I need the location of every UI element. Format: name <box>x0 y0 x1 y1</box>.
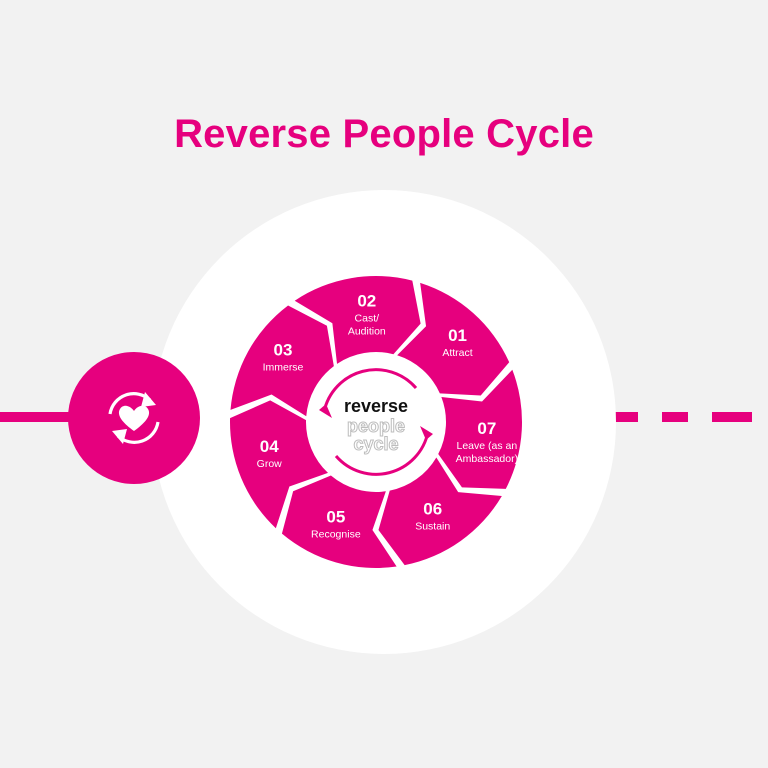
heart-cycle-icon <box>108 392 160 444</box>
step-label-03: Immerse <box>263 362 304 374</box>
cycle-segment-01 <box>397 282 510 396</box>
step-number-06: 06 <box>423 500 442 519</box>
step-label-05: Recognise <box>311 529 361 541</box>
step-label-07: Leave (as an <box>457 440 518 452</box>
step-label-02: Audition <box>348 325 386 337</box>
left-timeline-line <box>0 412 110 422</box>
cycle-segment-02 <box>294 276 421 364</box>
step-number-02: 02 <box>357 291 376 310</box>
center-cycle-arrows <box>319 368 433 476</box>
step-number-04: 04 <box>260 437 279 456</box>
right-timeline-dashes <box>612 412 752 422</box>
step-label-06: Sustain <box>415 521 450 533</box>
cycle-segment-06 <box>378 457 502 566</box>
step-label-07: Ambassador) <box>456 453 518 465</box>
cycle-segment-03 <box>230 305 334 417</box>
center-text-people: people <box>347 416 405 436</box>
step-number-07: 07 <box>477 419 496 438</box>
step-number-01: 01 <box>448 326 467 345</box>
cycle-segment-04 <box>230 400 328 529</box>
cycle-segment-07 <box>438 369 522 489</box>
step-number-03: 03 <box>274 341 293 360</box>
step-number-05: 05 <box>326 508 345 527</box>
center-text-cycle: cycle <box>353 434 398 454</box>
step-label-01: Attract <box>442 347 472 359</box>
step-label-04: Grow <box>257 458 283 470</box>
cycle-segment-05 <box>281 475 397 569</box>
step-label-02: Cast/ <box>355 312 380 324</box>
page-title: Reverse People Cycle <box>174 112 594 156</box>
center-text-reverse: reverse <box>344 396 408 416</box>
center-disc <box>316 362 436 482</box>
